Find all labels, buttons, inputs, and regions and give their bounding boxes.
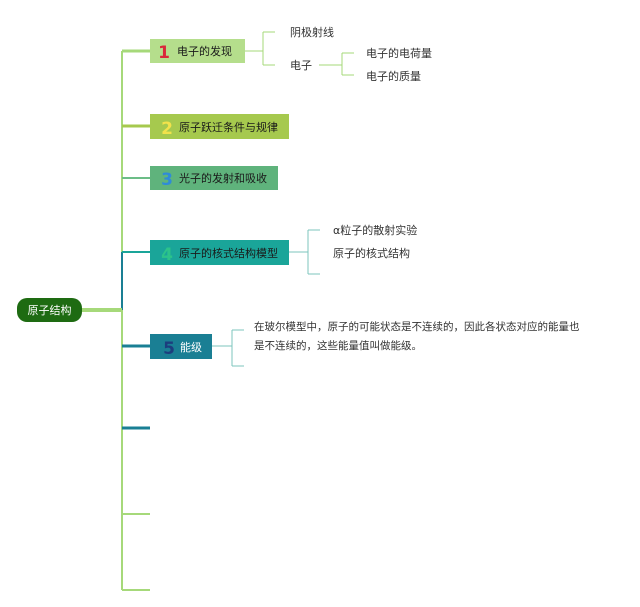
leaf-nuclear-structure: 原子的核式结构	[333, 246, 410, 260]
branch-3-label: 光子的发射和吸收	[179, 171, 267, 185]
root-node[interactable]: 原子结构	[17, 298, 82, 322]
branch-5-number: 5	[163, 339, 175, 359]
branch-2-label: 原子跃迁条件与规律	[179, 120, 278, 134]
branch-node-5[interactable]: 5 能级	[150, 334, 212, 359]
branch-1-label: 电子的发现	[177, 44, 232, 58]
branch-2-number: 2	[161, 119, 173, 139]
branch-3-box	[150, 166, 278, 190]
branch-1-number: 1	[158, 43, 170, 63]
branch-node-1[interactable]: 1 电子的发现	[150, 39, 245, 63]
root-node-label: 原子结构	[28, 303, 72, 317]
leaf-electron-charge: 电子的电荷量	[366, 46, 432, 60]
leaf-alpha-scattering: α粒子的散射实验	[333, 223, 417, 237]
leaf-electron: 电子	[290, 59, 312, 72]
branch-node-3[interactable]: 3 光子的发射和吸收	[150, 166, 278, 190]
branch-4-box	[150, 240, 289, 265]
branch-4-bracket	[289, 229, 320, 275]
branch-node-2[interactable]: 2 原子跃迁条件与规律	[150, 114, 289, 139]
branch-1-box	[150, 39, 245, 63]
leaf-energy-level-line-2: 是不连续的，这些能量值叫做能级。	[254, 339, 422, 352]
branch-5-label: 能级	[180, 340, 202, 354]
branch-node-4[interactable]: 4 原子的核式结构模型	[150, 240, 289, 265]
leaf-energy-level-line-1: 在玻尔模型中，原子的可能状态是不连续的，因此各状态对应的能量也	[254, 320, 580, 333]
branch-4-number: 4	[161, 245, 173, 265]
leaf-cathode-ray: 阴极射线	[290, 25, 334, 39]
branch-4-label: 原子的核式结构模型	[179, 246, 278, 260]
branch-1-bracket	[245, 31, 275, 66]
root-node-box	[17, 298, 82, 322]
branch-3-number: 3	[161, 170, 173, 190]
branch-5-box	[150, 334, 212, 359]
branch-5-bracket	[212, 329, 244, 367]
leaf-electron-mass: 电子的质量	[366, 69, 421, 83]
electron-bracket	[319, 52, 354, 76]
branch-2-box	[150, 114, 289, 139]
